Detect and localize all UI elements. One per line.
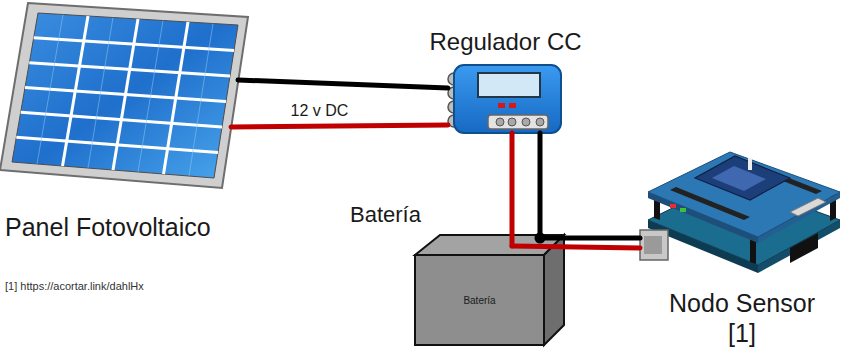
usb-port bbox=[640, 230, 668, 260]
text-slot: Nodo Sensor [1] bbox=[657, 288, 827, 348]
power-wire bbox=[231, 125, 448, 127]
power-wire bbox=[512, 246, 640, 248]
battery-heading: Batería bbox=[350, 202, 421, 228]
junction-dot bbox=[535, 233, 546, 244]
sensor-node: Nodo Sensor [1] bbox=[640, 120, 845, 285]
terminal-screws bbox=[496, 118, 544, 126]
power-jack bbox=[790, 233, 818, 263]
button bbox=[509, 103, 516, 108]
power-wire bbox=[538, 133, 543, 238]
node-heading: Nodo Sensor [1] bbox=[657, 288, 827, 348]
sensor-node-drawing bbox=[640, 152, 840, 273]
wire-group bbox=[231, 80, 640, 248]
solar-panel: Panel Fotovoltaico bbox=[0, 0, 250, 190]
text-slot: Batería bbox=[350, 202, 421, 228]
footnote: [1] https://acortar.link/dahlHx bbox=[5, 280, 144, 293]
shield-board bbox=[648, 152, 840, 237]
voltage-label: 12 v DC bbox=[288, 101, 352, 120]
led bbox=[670, 204, 676, 208]
antenna bbox=[748, 158, 752, 170]
battery-top bbox=[415, 235, 564, 255]
battery-drawing bbox=[415, 235, 564, 345]
battery: BateríaBatería bbox=[412, 233, 567, 348]
regulator-heading: Regulador CC bbox=[429, 28, 581, 57]
regulator-drawing bbox=[448, 65, 561, 133]
power-wire bbox=[238, 80, 448, 88]
label-slot: [1] https://acortar.link/dahlHx bbox=[5, 280, 144, 293]
power-wire bbox=[510, 133, 515, 246]
button bbox=[498, 103, 505, 108]
battery-inner-label: Batería bbox=[463, 295, 495, 307]
text-slot: Panel Fotovoltaico bbox=[5, 212, 211, 242]
power-wire bbox=[540, 236, 640, 241]
sd-slot bbox=[790, 198, 826, 216]
panel-heading: Panel Fotovoltaico bbox=[5, 212, 211, 242]
regulator-screen bbox=[478, 73, 540, 97]
battery-side bbox=[544, 235, 564, 345]
regulator-body bbox=[454, 65, 561, 133]
panel-frame bbox=[0, 3, 248, 188]
solar-panel-drawing bbox=[0, 3, 248, 188]
xbee-module bbox=[695, 156, 790, 200]
usb-port-inner bbox=[644, 236, 662, 254]
text-slot: Batería bbox=[463, 295, 495, 307]
panel-cells bbox=[12, 13, 238, 178]
text-slot: Regulador CC bbox=[429, 28, 581, 57]
cell-lines bbox=[37, 15, 213, 177]
xbee-label bbox=[712, 166, 766, 191]
charge-regulator: Regulador CC bbox=[448, 65, 563, 133]
led bbox=[680, 208, 686, 212]
label-slot: 12 v DC bbox=[288, 101, 352, 120]
terminal-block bbox=[488, 115, 548, 129]
battery-front bbox=[415, 255, 544, 345]
